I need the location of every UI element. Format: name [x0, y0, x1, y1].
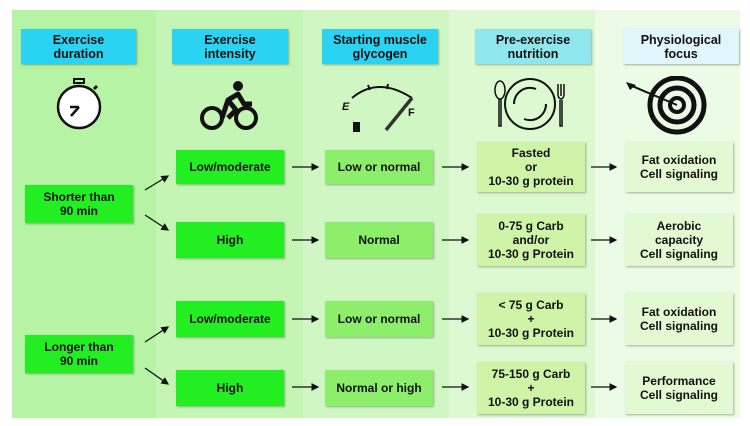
target-icon: [626, 76, 707, 135]
intensity-box: High: [176, 222, 284, 258]
nutrition-line: 10-30 g Protein: [487, 326, 575, 340]
intensity-box: Low/moderate: [176, 150, 284, 184]
header-line: Physiological: [640, 32, 722, 47]
focus-line: Cell signaling: [639, 319, 718, 333]
focus-line: Cell signaling: [639, 388, 718, 402]
glycogen-label: Low or normal: [337, 312, 421, 326]
glycogen-box: Low or normal: [325, 301, 433, 337]
nutrition-line: or: [524, 160, 537, 174]
glycogen-box: Normal or high: [325, 370, 433, 406]
focus-line: Fat oxidation: [641, 305, 717, 319]
column-glycogen: [303, 10, 449, 418]
nutrition-line: +: [527, 381, 535, 395]
nutrition-line: < 75 g Carb: [498, 298, 564, 312]
nutrition-line: 10-30 g Protein: [487, 395, 575, 409]
focus-line: Fat oxidation: [641, 153, 717, 167]
nutrition-line: +: [527, 312, 535, 326]
intensity-box: High: [176, 370, 284, 406]
intensity-label: Low/moderate: [189, 160, 271, 174]
nutrition-line: 75-150 g Carb: [491, 367, 571, 381]
nutrition-line: Fasted: [511, 146, 551, 160]
duration-line: 90 min: [59, 354, 98, 368]
focus-line: Cell signaling: [639, 247, 718, 261]
fuel-gauge-icon: E F: [342, 83, 415, 132]
header-line: Starting muscle: [333, 32, 427, 47]
focus-line: capacity: [654, 233, 703, 247]
duration-line: Shorter than: [43, 190, 115, 204]
bicycle-icon: [200, 81, 258, 130]
focus-line: Performance: [642, 374, 716, 388]
intensity-box: Low/moderate: [176, 301, 284, 337]
header-line: Exercise: [204, 32, 256, 47]
plate-cutlery-icon: [494, 78, 565, 130]
gauge-empty-label: E: [342, 101, 350, 113]
intensity-label: Low/moderate: [189, 312, 271, 326]
duration-line: 90 min: [59, 204, 98, 218]
header-line: duration: [53, 46, 104, 61]
header-line: Exercise: [52, 32, 105, 47]
nutrition-line: and/or: [512, 233, 550, 247]
stopwatch-icon: [56, 78, 102, 130]
glycogen-label: Low or normal: [337, 160, 421, 174]
header-line: glycogen: [352, 46, 408, 61]
header-line: Pre-exercise: [495, 32, 571, 47]
focus-line: Cell signaling: [639, 167, 718, 181]
nutrition-box: < 75 g Carb+10-30 g Protein: [477, 293, 585, 345]
column-intensity: [156, 10, 303, 418]
header-line: focus: [664, 46, 698, 61]
header-line: nutrition: [507, 46, 559, 61]
nutrition-line: 10-30 g protein: [488, 174, 574, 188]
glycogen-label: Normal or high: [336, 381, 422, 395]
gauge-full-label: F: [408, 107, 415, 119]
focus-line: Aerobic: [656, 219, 702, 233]
duration-line: Longer than: [44, 340, 114, 354]
intensity-label: High: [216, 381, 244, 395]
fuel-pump-icon: [353, 122, 360, 132]
glycogen-box: Normal: [325, 222, 433, 258]
intensity-label: High: [216, 233, 244, 247]
glycogen-label: Normal: [358, 233, 400, 247]
glycogen-box: Low or normal: [325, 150, 433, 184]
nutrition-box: 75-150 g Carb+10-30 g Protein: [477, 362, 585, 414]
nutrition-line: 0-75 g Carb: [498, 219, 564, 233]
header-line: intensity: [204, 46, 256, 61]
nutrition-line: 10-30 g Protein: [487, 247, 575, 261]
